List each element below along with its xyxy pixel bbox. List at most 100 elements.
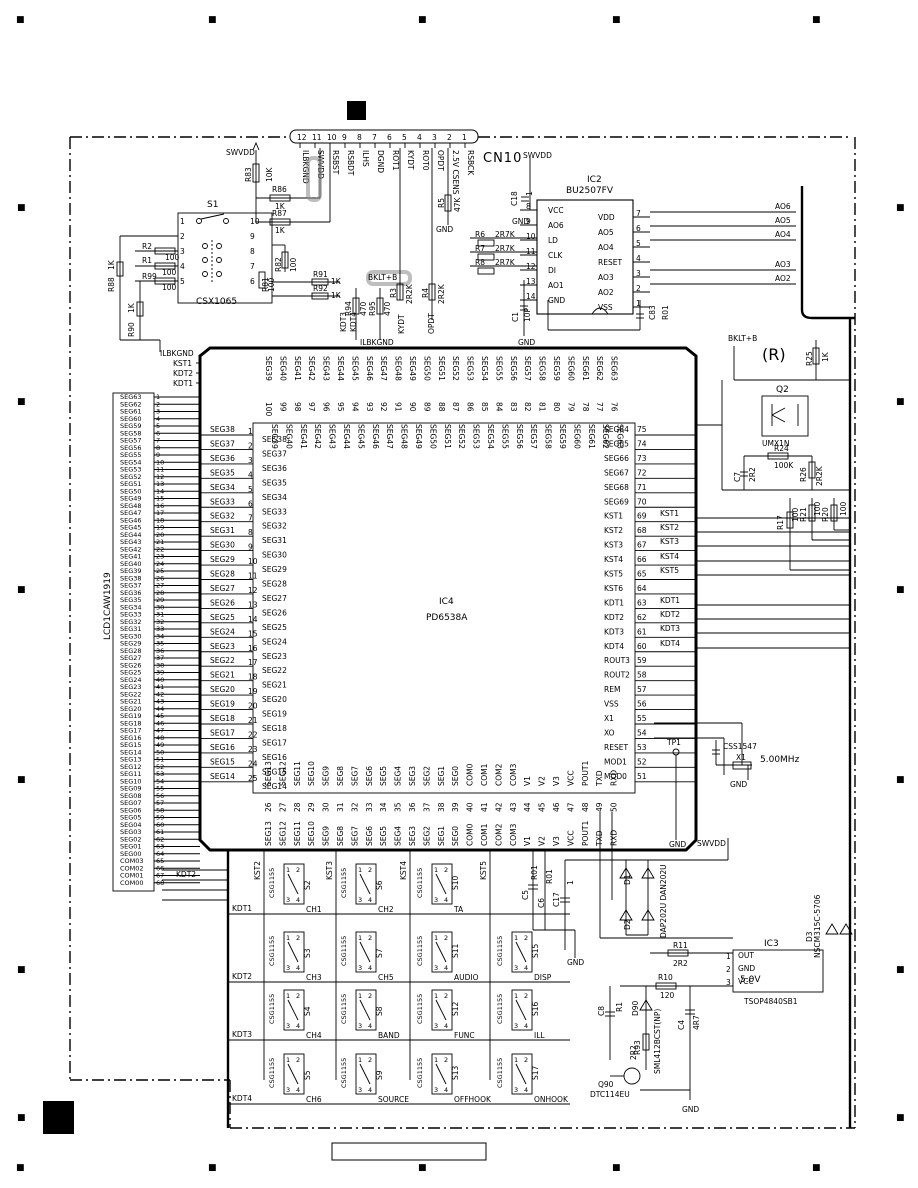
ic4-left-pin-inner: SEG26 <box>262 608 287 617</box>
r86-ref: R86 <box>272 185 287 194</box>
r88-ref: R88 <box>107 277 116 292</box>
ic4-top-pin-num: 98 <box>293 402 302 412</box>
key-pin-num: 1 <box>514 992 518 1000</box>
ic4-right-pin-inner: KDT3 <box>604 627 624 636</box>
ic4-bottom-pin-num: 39 <box>451 802 460 812</box>
ic4-bottom-pin-outer: SEG10 <box>307 821 316 846</box>
ic4-left-pin-inner: SEG25 <box>262 623 287 632</box>
r91-ref: R91 <box>313 270 328 279</box>
key-pin-num: 1 <box>514 1056 518 1064</box>
ic4-top-pin-num: 76 <box>610 402 619 412</box>
ic4-bottom-pin-inner: COM0 <box>466 763 475 786</box>
ic4-bottom-pin-outer: VCC <box>566 830 575 846</box>
ic4-top-pin-inner: SEG56 <box>515 424 524 449</box>
ic4-bottom-pin-outer: COM2 <box>494 823 503 846</box>
lcd-pin-label: SEG10 <box>120 777 142 785</box>
ic4-bottom-pin-outer: V1 <box>523 836 532 846</box>
cn10-pin-num: 6 <box>387 133 392 142</box>
c8-ref: C8 <box>597 1006 606 1016</box>
col-marker-bottom-1: ■ <box>208 1163 217 1173</box>
lcd-pin-label: SEG59 <box>120 422 142 430</box>
key-pin-num: 1 <box>434 934 438 942</box>
r2-ref: R2 <box>142 242 152 251</box>
ic4-top-pin-inner: SEG55 <box>500 424 509 449</box>
ic4-top-pin-outer: SEG53 <box>466 356 475 381</box>
lcd-pin-label: SEG45 <box>120 524 142 532</box>
ic2-output-label: AO4 <box>775 230 791 239</box>
ic4-left-pin-inner: SEG28 <box>262 580 287 589</box>
lcd-pin-label: SEG22 <box>120 690 142 698</box>
key-function-label: CH5 <box>378 973 394 982</box>
s1-pin-num: 7 <box>250 262 255 271</box>
ic2-chip: IC2 BU2507FV VCC8AO69LD10CLK11DI12AO113G… <box>520 175 650 315</box>
key-pin-num: 4 <box>296 1086 300 1094</box>
ic4-top-pin-num: 90 <box>408 402 417 412</box>
lcd-pin-label: SEG13 <box>120 756 142 764</box>
lcd-pin-label: SEG05 <box>120 814 142 822</box>
cn10-signal-label: ILBKGND <box>301 150 310 184</box>
ic4-right-pin-inner: KST2 <box>604 526 623 535</box>
ic4-left-pin-outer: SEG30 <box>210 541 235 550</box>
key-pin-num: 3 <box>286 1086 290 1094</box>
ic2-output-label: AO6 <box>775 202 791 211</box>
cn10-pin-num: 8 <box>357 133 362 142</box>
ic4-top-pin-outer: SEG58 <box>538 356 547 381</box>
lcd-pin-label: SEG33 <box>120 611 142 619</box>
col-marker-bottom-2: ■ <box>418 1163 427 1173</box>
key-pin-num: 3 <box>514 1022 518 1030</box>
ic2-left-pin-num: 8 <box>526 202 531 211</box>
ic4-left-pin-outer: SEG25 <box>210 613 235 622</box>
key-pin-num: 2 <box>368 866 372 874</box>
c18-ref: C18 <box>510 191 519 206</box>
r10-val: 120 <box>660 991 675 1000</box>
c7-ref: C7 <box>733 472 742 482</box>
ic4-bottom-pin-inner: SEG10 <box>307 761 316 786</box>
ic4-bottom-pin-inner: V3 <box>552 776 561 786</box>
ic4-left-pin-num: 8 <box>248 528 253 537</box>
gnd-label-6: GND <box>567 958 584 967</box>
ic4-bottom-pin-num: 27 <box>278 802 287 812</box>
ic4-left-pin-num: 12 <box>248 586 258 595</box>
key-pin-num: 4 <box>296 1022 300 1030</box>
key-pin-num: 2 <box>444 992 448 1000</box>
key-switch-contact <box>435 873 447 895</box>
cn10-pin-num: 3 <box>432 133 437 142</box>
ic4-right-pin-inner: KST4 <box>604 555 623 564</box>
lcd-pin-label: SEG32 <box>120 618 142 626</box>
ic4-left-pin-inner: SEG38 <box>262 435 287 444</box>
key-pin-num: 1 <box>286 992 290 1000</box>
key-switch-body <box>511 1053 533 1095</box>
key-function-label: CH6 <box>306 1095 322 1104</box>
ic4-right-pin-num: 70 <box>637 497 647 506</box>
ic4-left-pin-outer: SEG22 <box>210 656 235 665</box>
ic4-top-pin-num: 97 <box>307 402 316 412</box>
ic4-left-pin-inner: SEG24 <box>262 637 287 646</box>
ic4-top-pin-outer: SEG54 <box>480 356 489 381</box>
ic4-right-pin-num: 74 <box>637 439 647 448</box>
ic4-right-pin-inner: KST5 <box>604 570 623 579</box>
ic4-left-pin-outer: SEG20 <box>210 685 235 694</box>
r90-ref: R90 <box>127 322 136 337</box>
key-pin-num: 4 <box>524 1086 528 1094</box>
ic4-bottom-pin-inner: SEG1 <box>437 766 446 786</box>
ic4-top-pin-num: 91 <box>394 402 403 412</box>
lcd-pin-label: SEG16 <box>120 734 142 742</box>
key-switch-body <box>511 989 533 1031</box>
ic2-part: BU2507FV <box>566 186 614 196</box>
ic4-left-pin-num: 6 <box>248 499 253 508</box>
ic4-left-pin-outer: SEG37 <box>210 439 235 448</box>
ic4-bottom-pin-inner: POUT1 <box>581 761 590 786</box>
cn10-signal-label: RSBCK <box>466 150 475 176</box>
key-switch-contact <box>359 941 371 963</box>
ic4-left-pin-outer: SEG14 <box>210 772 235 781</box>
key-pin-num: 1 <box>358 934 362 942</box>
ic4-left-pin-num: 11 <box>248 572 258 581</box>
lcd-pin-label: SEG56 <box>120 444 142 452</box>
key-function-label: ONHOOK <box>534 1095 569 1104</box>
ic4-bottom-pin-outer: COM3 <box>509 823 518 846</box>
ic2-left-pin: LD <box>548 236 558 245</box>
ic4-bottom-pin-inner: COM1 <box>480 763 489 786</box>
cn10-pin-num: 11 <box>312 133 322 142</box>
ic4-bottom-pin-outer: SEG2 <box>422 826 431 846</box>
